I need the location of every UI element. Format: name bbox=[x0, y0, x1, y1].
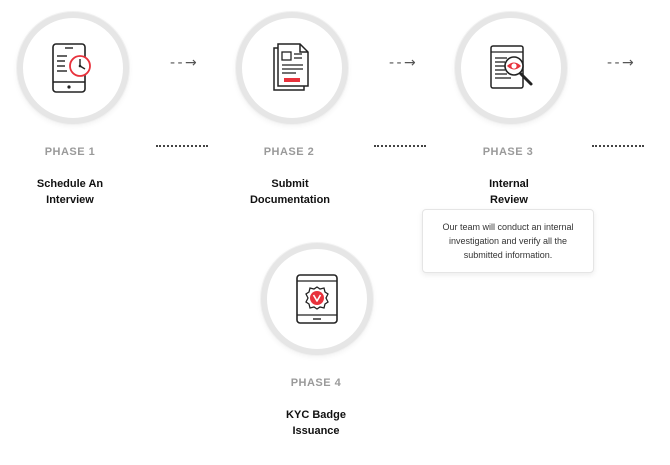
phase-1-icon-circle[interactable] bbox=[17, 12, 129, 124]
phase-2-title-line2: Documentation bbox=[249, 194, 331, 206]
phase-3-title-line2: Review bbox=[490, 194, 528, 206]
phase-1-title-line2: Interview bbox=[46, 194, 94, 206]
phase-1-title-line1: Schedule An bbox=[36, 178, 104, 190]
tablet-badge-icon bbox=[296, 274, 338, 324]
connector-dots-3 bbox=[592, 145, 644, 147]
phase-4-title: KYC Badge Issuance bbox=[241, 407, 391, 439]
phase-2-title: Submit Documentation bbox=[215, 176, 365, 208]
connector-arrow-3: - - → bbox=[607, 55, 634, 71]
phase-3-label: PHASE 3 bbox=[482, 146, 534, 158]
phase-2-label: PHASE 2 bbox=[263, 146, 315, 158]
connector-arrow-1: - - → bbox=[170, 55, 197, 71]
phase-1-title: Schedule An Interview bbox=[0, 176, 145, 208]
connector-dots-2 bbox=[374, 145, 426, 147]
phase-4-icon-circle[interactable] bbox=[261, 243, 373, 355]
phase-4-title-line1: KYC Badge bbox=[286, 409, 346, 421]
connector-dots-1 bbox=[156, 145, 208, 147]
phase-3-title: Internal Review bbox=[434, 176, 584, 208]
phase-2-title-line1: Submit bbox=[271, 178, 309, 190]
document-review-magnifier-icon bbox=[490, 45, 533, 89]
phase-3-title-line1: Internal bbox=[489, 178, 529, 190]
tablet-clock-icon bbox=[52, 43, 91, 93]
phase-3-tooltip: Our team will conduct an internal invest… bbox=[422, 209, 594, 273]
connector-arrow-2: - - → bbox=[389, 55, 416, 71]
phase-2-icon-circle[interactable] bbox=[236, 12, 348, 124]
phase-1-label: PHASE 1 bbox=[44, 146, 96, 158]
phase-3-icon-circle[interactable] bbox=[455, 12, 567, 124]
phase-4-title-line2: Issuance bbox=[292, 425, 340, 437]
phase-4-label: PHASE 4 bbox=[290, 377, 342, 389]
documents-icon bbox=[273, 43, 309, 91]
